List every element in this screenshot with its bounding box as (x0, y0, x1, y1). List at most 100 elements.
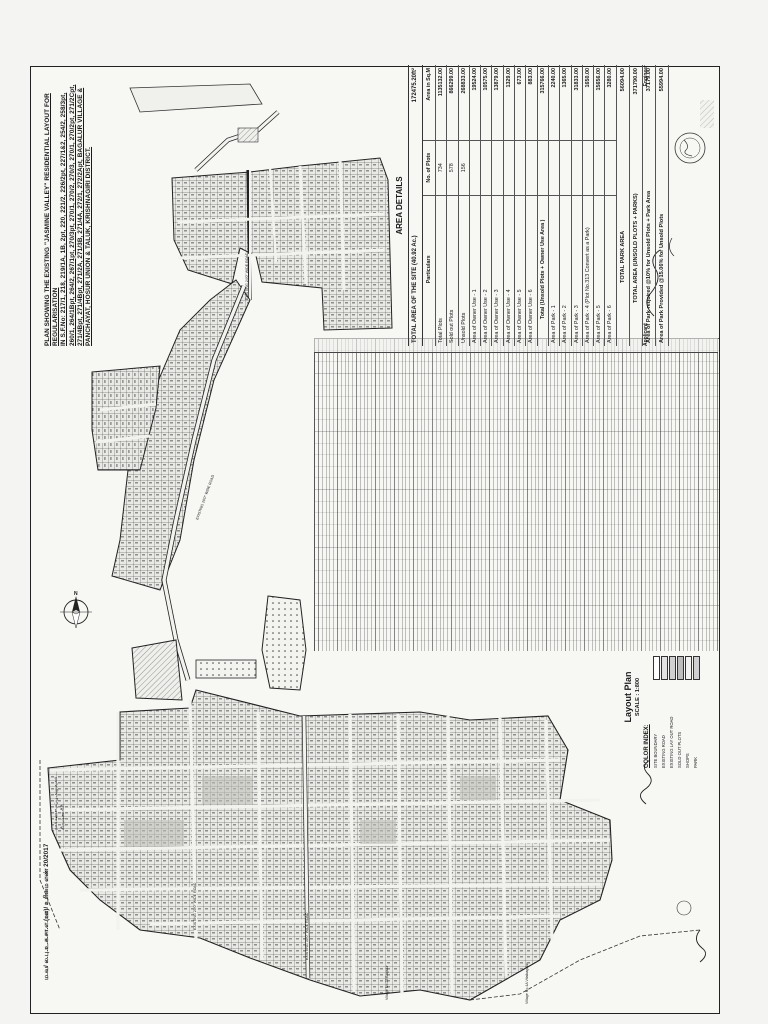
site-area-row: TOTAL AREA OF THE SITE (40.92 Ac.) 17247… (409, 65, 423, 346)
color-index-label: PARK (693, 756, 698, 768)
row-particulars: Area of Owner Use - 4 (503, 194, 515, 346)
color-index-label: EXISTING LAY OUT ROAD (669, 716, 674, 768)
area-table-row: Total (Unsold Plots + Owner Use Area )31… (537, 65, 549, 346)
approval-stamp: ம.வ/ ல.பு.உ.க.சா.எ.(ஊ)/ உரிமை எண் 20/201… (42, 700, 102, 980)
row-plots (515, 139, 526, 195)
site-area-label: TOTAL AREA OF THE SITE (40.92 Ac.) (412, 235, 418, 343)
area-table-row: Area of Owner Use - 3 13879.00 (492, 65, 504, 346)
applicant-signature (646, 237, 675, 317)
row-plots (503, 139, 515, 195)
color-index-label: EXISTING ROAD (661, 735, 666, 768)
signature-block: Applicant Engineer (626, 65, 666, 346)
color-index-item: SOLD OUT PLOTS (676, 622, 684, 772)
legend-title: Layout Plan (623, 671, 633, 723)
area-table-row: Area of Owner Use - 6 883.00 (526, 65, 538, 346)
row-plots (526, 139, 537, 195)
area-details-table: AREA DETAILS TOTAL AREA OF THE SITE (40.… (392, 65, 669, 346)
plot-schedule-table (314, 338, 719, 651)
row-area: 3280.00 (607, 68, 614, 88)
road-label: EXISTING 20'0" WIDE ROAD (193, 882, 197, 930)
row-area: 1650.00 (584, 68, 591, 88)
row-plots (582, 139, 594, 195)
row-area: 13879.00 (494, 68, 501, 91)
color-index-label: SOLD OUT PLOTS (677, 731, 682, 768)
plot-schedule-header (314, 338, 718, 353)
village-label: Village No.25 Bagalur (385, 965, 389, 1001)
park-areas (131, 595, 307, 701)
row-area: 31833.00 (573, 68, 580, 91)
row-area: 1365.00 (562, 68, 569, 88)
color-swatch (676, 656, 684, 680)
row-particulars: Sold out Plots (447, 194, 458, 346)
row-plots (537, 139, 548, 195)
road-label: EXISTING 30'0" WIDE ROAD (305, 912, 309, 960)
area-details-heading: AREA DETAILS (392, 65, 409, 346)
area-table-row: Area of Owner Use - 1 19524.00 (469, 65, 482, 346)
area-table-columns: Particulars No. of Plots Area in Sq.M (423, 65, 436, 346)
row-particulars: Area of Park - 6 (605, 194, 616, 346)
col-particulars: Particulars (423, 194, 435, 346)
legend-scale: SCALE : 1:800 (635, 677, 641, 717)
col-area: Area in Sq.M (426, 68, 432, 101)
row-plots (571, 139, 582, 195)
row-particulars: Area of Owner Use - 3 (492, 194, 503, 346)
row-particulars: Area of Owner Use - 6 (526, 194, 537, 346)
row-area: 866299.00 (449, 68, 456, 94)
row-area: 1135132.00 (438, 68, 444, 97)
row-plots (492, 139, 503, 195)
row-particulars: Area of Owner Use - 1 (469, 194, 481, 346)
color-index-item: EXISTING LAY OUT ROAD (668, 622, 676, 772)
title-line: IN S.F.No: 217/1, 218, 219/1A, 1B, 2pt, … (60, 92, 68, 346)
row-plots (594, 139, 605, 195)
row-particulars: Area of Park - 1 (548, 194, 560, 346)
approval-place: கிருஷ்ணகிரி (60, 804, 65, 830)
color-swatch (652, 656, 660, 680)
title-line: 260/1, 264/1Bpt, 264/2, 267/1pt, 270/3pt… (68, 84, 76, 346)
color-index-item: SHOPS (684, 622, 692, 772)
color-index-item: EXISTING ROAD (660, 622, 668, 772)
area-table-row: Area of Park - 3 31833.00 (571, 65, 583, 346)
area-table-row: Area of Park - 6 3280.00 (605, 65, 617, 346)
row-area: 19524.00 (471, 68, 478, 91)
row-plots (560, 139, 571, 195)
row-particulars: Area of Park - 3 (571, 194, 582, 346)
row-particulars: Unsold Plots (458, 194, 469, 346)
area-table-row: Area of Park - 4 (Plot No.313 Convert as… (582, 65, 595, 346)
road-label: EXISTING 24'0" WIDE ROAD (245, 252, 249, 300)
color-index-item: SITE BOUNDARY (652, 622, 660, 772)
color-index-label: SITE BOUNDARY (653, 733, 658, 768)
color-index-item: PARK (692, 622, 700, 772)
title-line: PLAN SHOWING THE EXISTING "JASMINE VALLE… (44, 93, 60, 346)
row-area: 10575.00 (483, 68, 490, 91)
row-area: 15656.00 (596, 68, 603, 91)
color-index-title: COLOR INDEX: (644, 724, 650, 768)
engineer-label: Engineer (643, 65, 649, 87)
row-plots (605, 139, 616, 195)
row-particulars: Area of Owner Use - 2 (481, 194, 492, 346)
color-swatch (684, 656, 692, 680)
row-plots (481, 139, 492, 195)
site-area-value: 172475.20ft² (412, 68, 418, 103)
color-index-label: SHOPS (685, 753, 690, 768)
area-table-row: Area of Park - 5 15656.00 (594, 65, 606, 346)
applicant-label: Applicant (643, 323, 649, 346)
plot-cluster-north (129, 83, 393, 331)
row-plots: 156 (458, 139, 469, 195)
row-particulars: Area of Park - 5 (594, 194, 605, 346)
north-label: N (74, 591, 78, 597)
row-area: 883.00 (528, 68, 535, 85)
plot-cluster-south (39, 689, 701, 1001)
color-swatch (660, 656, 668, 680)
row-plots (469, 139, 481, 195)
row-particulars: Area of Park - 4 (Plot No.313 Convert as… (582, 194, 594, 346)
row-area: 268833.00 (460, 68, 467, 94)
row-particulars: Area of Owner Use - 5 (515, 194, 526, 346)
row-plots (548, 139, 560, 195)
